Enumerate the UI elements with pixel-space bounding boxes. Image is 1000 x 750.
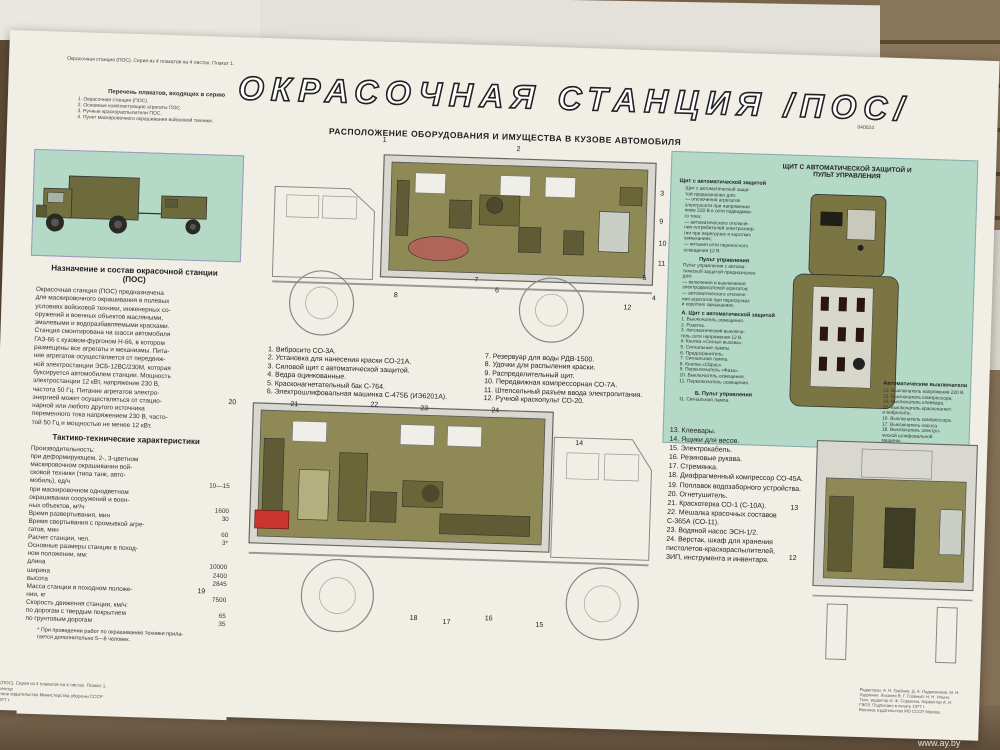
callout-number: 23 bbox=[420, 405, 429, 413]
callout-number: 6 bbox=[494, 287, 500, 295]
legend-mid-right: 7. Резервуар для воды РДВ-1500. 8. Удочк… bbox=[484, 353, 644, 408]
callout-number: 22 bbox=[370, 401, 379, 409]
left-panel: Назначение и состав окрасочной станции (… bbox=[16, 148, 245, 721]
series-list: 1. Окрасочная станция (ПОС). 2. Основные… bbox=[77, 96, 214, 124]
text-line: 11. Сигнальная лампа. bbox=[678, 397, 730, 404]
spec-label: ширина bbox=[26, 566, 51, 575]
callout-number: 4 bbox=[651, 295, 656, 303]
spec-label: высота bbox=[26, 574, 48, 583]
truck-illustration-box bbox=[30, 148, 245, 263]
truck-illustration bbox=[35, 175, 208, 235]
callout-number: 12 bbox=[788, 554, 797, 562]
spec-label: нии, кг bbox=[26, 590, 46, 599]
control-panel-section: ЩИТ С АВТОМАТИЧЕСКОЙ ЗАЩИТОЙ И ПУЛЬТ УПР… bbox=[662, 150, 979, 453]
shield-parts-list: 1. Выключатель освещения. 2. Розетка. 3.… bbox=[679, 317, 776, 387]
callout-number: 18 bbox=[409, 614, 418, 623]
spec-label: мобиль), ед/ч bbox=[29, 477, 71, 486]
callout-number: 20 bbox=[228, 399, 237, 407]
bottom-truck-diagram bbox=[248, 402, 652, 641]
top-truck-diagram bbox=[271, 154, 657, 343]
callout-number: 5 bbox=[642, 274, 647, 283]
specs-heading: Тактико-технические характеристики bbox=[52, 432, 201, 447]
legend-bottom-right: 13. Клеевары. 14. Ящики для весов. 15. Э… bbox=[666, 426, 805, 567]
spec-label: по грунтовым дорогам bbox=[25, 614, 93, 624]
callout-number: 15 bbox=[535, 621, 544, 630]
callout-number: 14 bbox=[575, 439, 584, 448]
footer-right: Редакторы: А. Н. Гребнев. Д. А. Подвязни… bbox=[859, 687, 970, 715]
specs-table: Производительность: при деформирующем, 2… bbox=[25, 445, 231, 651]
callout-number: 16 bbox=[484, 615, 493, 623]
poster-subtitle: РАСПОЛОЖЕНИЕ ОБОРУДОВАНИЯ И ИМУЩЕСТВА В … bbox=[328, 126, 682, 148]
poster-title: ОКРАСОЧНАЯ СТАНЦИЯ /ПОС/ bbox=[237, 68, 912, 128]
spec-value: 3* bbox=[221, 540, 229, 548]
legend-mid-left: 1. Вибросито СО-3А. 2. Установка для нан… bbox=[267, 346, 449, 402]
console-text: Пульт управления с автома- тической защи… bbox=[682, 263, 778, 311]
purpose-heading: Назначение и состав окрасочной станции (… bbox=[51, 263, 218, 285]
callout-number: 10 bbox=[658, 240, 667, 248]
callout-number: 9 bbox=[659, 218, 664, 226]
spec-value: 30 bbox=[221, 515, 229, 523]
spec-value: 35 bbox=[218, 620, 226, 629]
spec-label: длина bbox=[27, 558, 46, 566]
callout-number: 3 bbox=[660, 190, 665, 198]
spec-value: 65 bbox=[218, 612, 226, 621]
callout-number: 2 bbox=[516, 145, 521, 154]
callout-number: 1 bbox=[382, 136, 387, 144]
callout-number: 11 bbox=[657, 260, 666, 268]
shield-text: Щит с автоматической защи- той предназна… bbox=[683, 186, 780, 256]
spec-value: 1600 bbox=[214, 507, 230, 515]
control-panel-heading: ЩИТ С АВТОМАТИЧЕСКОЙ ЗАЩИТОЙ И ПУЛЬТ УПР… bbox=[782, 163, 912, 181]
footer-left: ции (ПОС). Серия из 4 плакатов на 4 лист… bbox=[0, 680, 107, 706]
control-panel-drawing bbox=[789, 194, 899, 410]
spec-label: гатов, мин bbox=[28, 525, 59, 534]
callout-number: 19 bbox=[197, 588, 206, 596]
poster: Окрасочная станция (ПОС). Серия из 4 пла… bbox=[0, 30, 1000, 741]
spec-value: 60 bbox=[221, 531, 229, 540]
poster-header-line: Окрасочная станция (ПОС). Серия из 4 пла… bbox=[67, 55, 235, 68]
rear-view-diagram bbox=[812, 439, 978, 664]
callout-number: 17 bbox=[442, 618, 451, 627]
callout-number: 12 bbox=[623, 304, 632, 312]
watermark: www.ay.by bbox=[918, 738, 961, 748]
shield-heading: Щит с автоматической защитой bbox=[679, 178, 767, 187]
callout-number: 24 bbox=[491, 407, 500, 415]
purpose-text: Окрасочная станция (ПОС) предназначена д… bbox=[32, 286, 236, 433]
console-parts-list: 11. Сигнальная лампа. bbox=[679, 397, 774, 406]
callout-number: 7 bbox=[474, 276, 479, 284]
callout-number: 13 bbox=[790, 504, 799, 512]
callout-number: 21 bbox=[290, 400, 299, 409]
callout-number: 8 bbox=[393, 292, 398, 300]
